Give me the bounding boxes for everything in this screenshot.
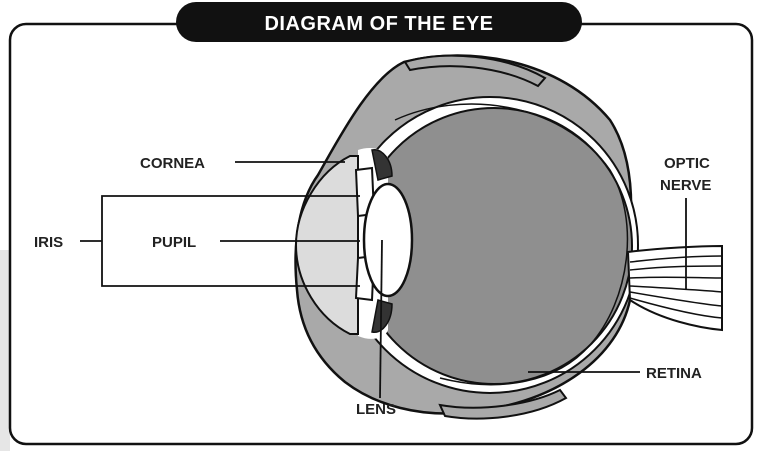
page-shadow: [0, 250, 10, 451]
lens: [364, 184, 412, 296]
label-optic-line1: OPTIC: [664, 155, 710, 172]
label-pupil: PUPIL: [152, 234, 196, 251]
diagram-title: DIAGRAM OF THE EYE: [264, 13, 493, 35]
label-optic-line2: NERVE: [660, 177, 711, 194]
label-cornea: CORNEA: [140, 155, 205, 172]
label-lens: LENS: [356, 401, 396, 418]
label-iris: IRIS: [34, 234, 63, 251]
label-retina: RETINA: [646, 365, 702, 382]
